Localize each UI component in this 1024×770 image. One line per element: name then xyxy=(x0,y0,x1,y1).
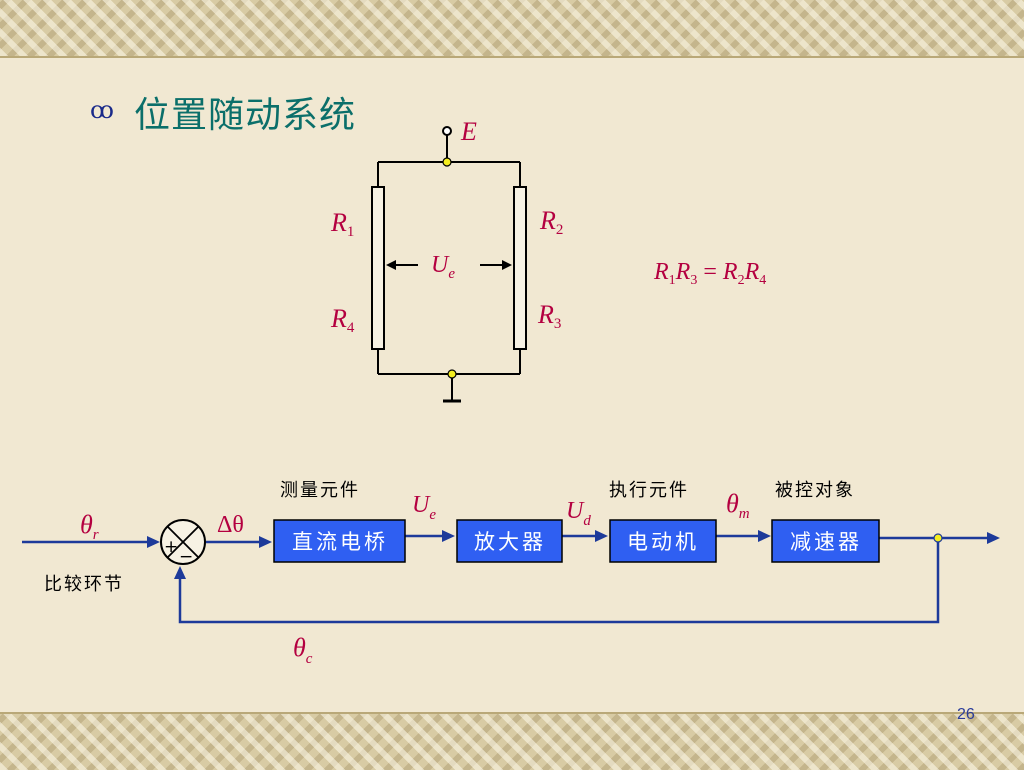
ud-arrowhead xyxy=(595,530,608,542)
block-amplifier xyxy=(456,519,563,563)
blocks xyxy=(273,519,880,563)
ue-symbol: Ue xyxy=(412,492,436,523)
r1-label: R1 xyxy=(330,208,354,240)
comparator-minus: − xyxy=(179,547,193,567)
page-title: 位置随动系统 xyxy=(134,95,357,136)
signal-lines xyxy=(22,534,990,624)
error-arrowhead xyxy=(259,536,272,548)
ue-arrowhead-right xyxy=(502,260,512,270)
input-symbol: θr xyxy=(80,510,99,543)
top-decorative-border xyxy=(0,0,1024,58)
signal-symbols: θr Δθ Ue Ud θm θc xyxy=(80,489,750,667)
input-arrowhead xyxy=(147,536,160,548)
comparator-plus: + xyxy=(164,537,178,557)
block-labels: 直流电桥 放大器 电动机 减速器 xyxy=(292,530,862,554)
output-arrowhead xyxy=(987,532,1000,544)
comparator: + − xyxy=(160,519,206,567)
block-motor-label: 电动机 xyxy=(627,530,699,554)
r4-label: R4 xyxy=(330,304,355,336)
feedback-symbol: θc xyxy=(293,633,313,667)
block-dc-bridge xyxy=(273,519,406,563)
potentiometer-left xyxy=(371,186,385,350)
theta-m-symbol: θm xyxy=(726,489,750,522)
error-symbol: Δθ xyxy=(217,512,244,538)
block-reducer xyxy=(771,519,880,563)
block-amplifier-label: 放大器 xyxy=(474,530,546,554)
bottom-decorative-border xyxy=(0,712,1024,770)
group-label-plant: 被控对象 xyxy=(775,480,855,501)
bridge-labels: E R1 R2 R3 R4 Ue xyxy=(330,117,563,336)
supply-terminal xyxy=(442,126,452,136)
output-junction xyxy=(933,533,943,543)
comparator-label: 比较环节 xyxy=(44,574,124,595)
ud-symbol: Ud xyxy=(566,498,591,529)
bridge-output-label: Ue xyxy=(431,252,455,282)
feedback-line xyxy=(178,538,940,624)
balance-condition: R1R3=R2R4 xyxy=(653,259,766,288)
bottom-junction xyxy=(447,369,457,379)
block-reducer-label: 减速器 xyxy=(790,530,862,554)
potentiometer-right xyxy=(513,186,527,350)
r2-label: R2 xyxy=(539,206,563,238)
top-junction xyxy=(442,157,452,167)
ue-arrowhead-left xyxy=(386,260,396,270)
page-number: 26 xyxy=(957,706,975,723)
ue-arrowhead xyxy=(442,530,455,542)
feedback-arrowhead xyxy=(174,566,186,579)
r3-label: R3 xyxy=(537,300,561,332)
title-bullet-icon: ꝏ xyxy=(90,96,114,124)
theta-m-arrowhead xyxy=(758,530,771,542)
signal-arrowheads xyxy=(147,530,1000,579)
group-label-measuring: 测量元件 xyxy=(280,480,360,501)
block-dc-bridge-label: 直流电桥 xyxy=(292,530,388,554)
group-label-actuator: 执行元件 xyxy=(609,480,689,501)
supply-label: E xyxy=(460,117,477,146)
block-motor xyxy=(609,519,717,563)
